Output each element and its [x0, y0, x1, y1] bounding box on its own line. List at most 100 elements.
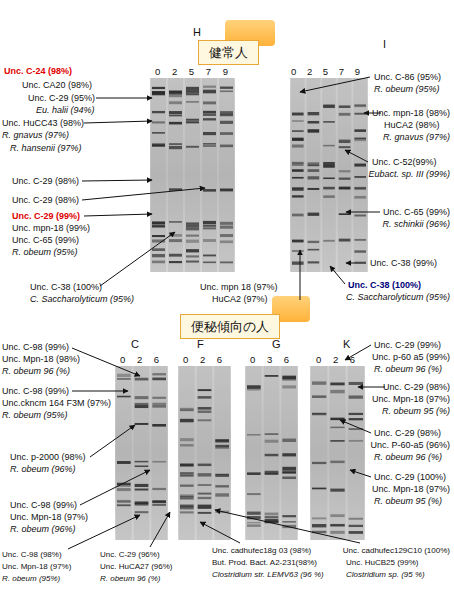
gel-band [339, 187, 351, 189]
gel-lane [353, 78, 367, 272]
leader-arrow [215, 510, 360, 543]
gel-band [330, 427, 344, 429]
gel-lane [281, 366, 297, 540]
gel-band [198, 505, 212, 508]
gel-band [292, 138, 304, 141]
gel-band [292, 120, 304, 122]
gel-band [152, 144, 165, 146]
gel-band [152, 93, 165, 95]
gel-band [220, 226, 233, 229]
band-label: R. gnavus (97%) [383, 132, 450, 143]
gel-band [312, 462, 326, 464]
leader-arrow [345, 150, 368, 162]
lane-numbers: 0 2 5 7 9 [291, 66, 360, 77]
gel-band [220, 90, 233, 92]
gel-band [117, 502, 131, 504]
gel-band [354, 215, 366, 217]
gel-band [198, 512, 212, 514]
gel-band [312, 381, 326, 384]
gel-band [312, 488, 326, 490]
gel-band [152, 424, 166, 427]
gel-band [203, 111, 216, 114]
gel-band [135, 461, 149, 463]
gel-band [330, 514, 344, 517]
gel-band [349, 382, 363, 385]
gel-band [339, 187, 351, 190]
gel-band [312, 517, 326, 519]
gel-band [152, 378, 166, 381]
gel-band [339, 113, 351, 116]
lane-letter: G [272, 338, 281, 351]
gel-background [178, 366, 231, 540]
title-text: 健常人 [209, 45, 248, 60]
lane-letter: F [197, 338, 204, 351]
gel-band [220, 222, 233, 225]
leader-arrow [346, 212, 380, 213]
gel-band [330, 440, 344, 442]
gel-band [265, 433, 279, 435]
gel-band [117, 396, 131, 398]
gel-band [349, 525, 363, 527]
title-box: 健常人 [198, 40, 259, 65]
gel-band [323, 187, 335, 190]
leader-arrow [100, 232, 175, 286]
gel-band [180, 475, 194, 477]
band-label: Unc. C-38 (100%) [30, 282, 102, 293]
gel-band [152, 261, 165, 264]
gel-band [220, 234, 233, 237]
gel-band [292, 130, 304, 132]
gel-lane [214, 366, 230, 540]
band-label: R. obeum (95%) [2, 574, 60, 584]
gel-band [330, 531, 344, 534]
band-label: Unc. C-29 (98%) [374, 428, 441, 439]
leader-arrows [68, 77, 385, 549]
gel-band [349, 418, 363, 420]
gel-background [245, 366, 298, 540]
band-label: Unc. C-98 (99%) [2, 386, 69, 397]
gel-band [186, 146, 199, 148]
lane-numbers: 0 2 6 [120, 354, 159, 365]
band-label: Unc. C-98 (99%) [2, 342, 69, 353]
gel-band [308, 241, 320, 243]
gel-band [349, 413, 363, 415]
gel-band [282, 470, 296, 473]
band-label: Unc. mpn 18 (97%) [200, 282, 278, 293]
band-label: Clostridium sp. (95 %) [346, 570, 425, 580]
band-label: Unc. mpn-18 (99%) [12, 223, 90, 234]
gel-band [282, 385, 296, 388]
gel-band [308, 249, 320, 251]
leader-arrow [200, 522, 240, 543]
gel-band [354, 105, 366, 107]
gel-band [215, 485, 229, 487]
gel-band [152, 111, 165, 113]
gel-band [203, 261, 216, 263]
gel-band [117, 500, 131, 502]
band-label: Unc. Mpn-18 (97%) [2, 562, 71, 572]
band-label: Unc. C-98 (99%) [10, 500, 77, 511]
gel-band [282, 515, 296, 517]
gel-band [308, 112, 320, 115]
band-label: R. obeum (95%) [12, 247, 78, 258]
gel-band [186, 222, 199, 224]
gel-band [282, 453, 296, 456]
gel-band [308, 129, 320, 132]
gel-band [152, 121, 165, 123]
gel-band [292, 139, 304, 141]
gel-band [152, 221, 165, 224]
gel-band [169, 111, 182, 114]
gel-lane [168, 78, 183, 272]
band-label: Unc. P-60-a5 (96%) [370, 440, 450, 451]
gel-band [265, 375, 279, 377]
gel-band [186, 87, 199, 90]
gel-band [152, 501, 166, 503]
lane-numbers: 0 2 6 [316, 354, 355, 365]
gel-band [215, 439, 229, 442]
lane-letter: K [343, 338, 350, 351]
gel-band [203, 239, 216, 242]
gel-band [186, 224, 199, 227]
gel-lane [151, 366, 167, 540]
gel-band [135, 511, 149, 513]
gel-lane [291, 78, 305, 272]
gel-band [323, 105, 335, 108]
gel-band [152, 461, 166, 463]
